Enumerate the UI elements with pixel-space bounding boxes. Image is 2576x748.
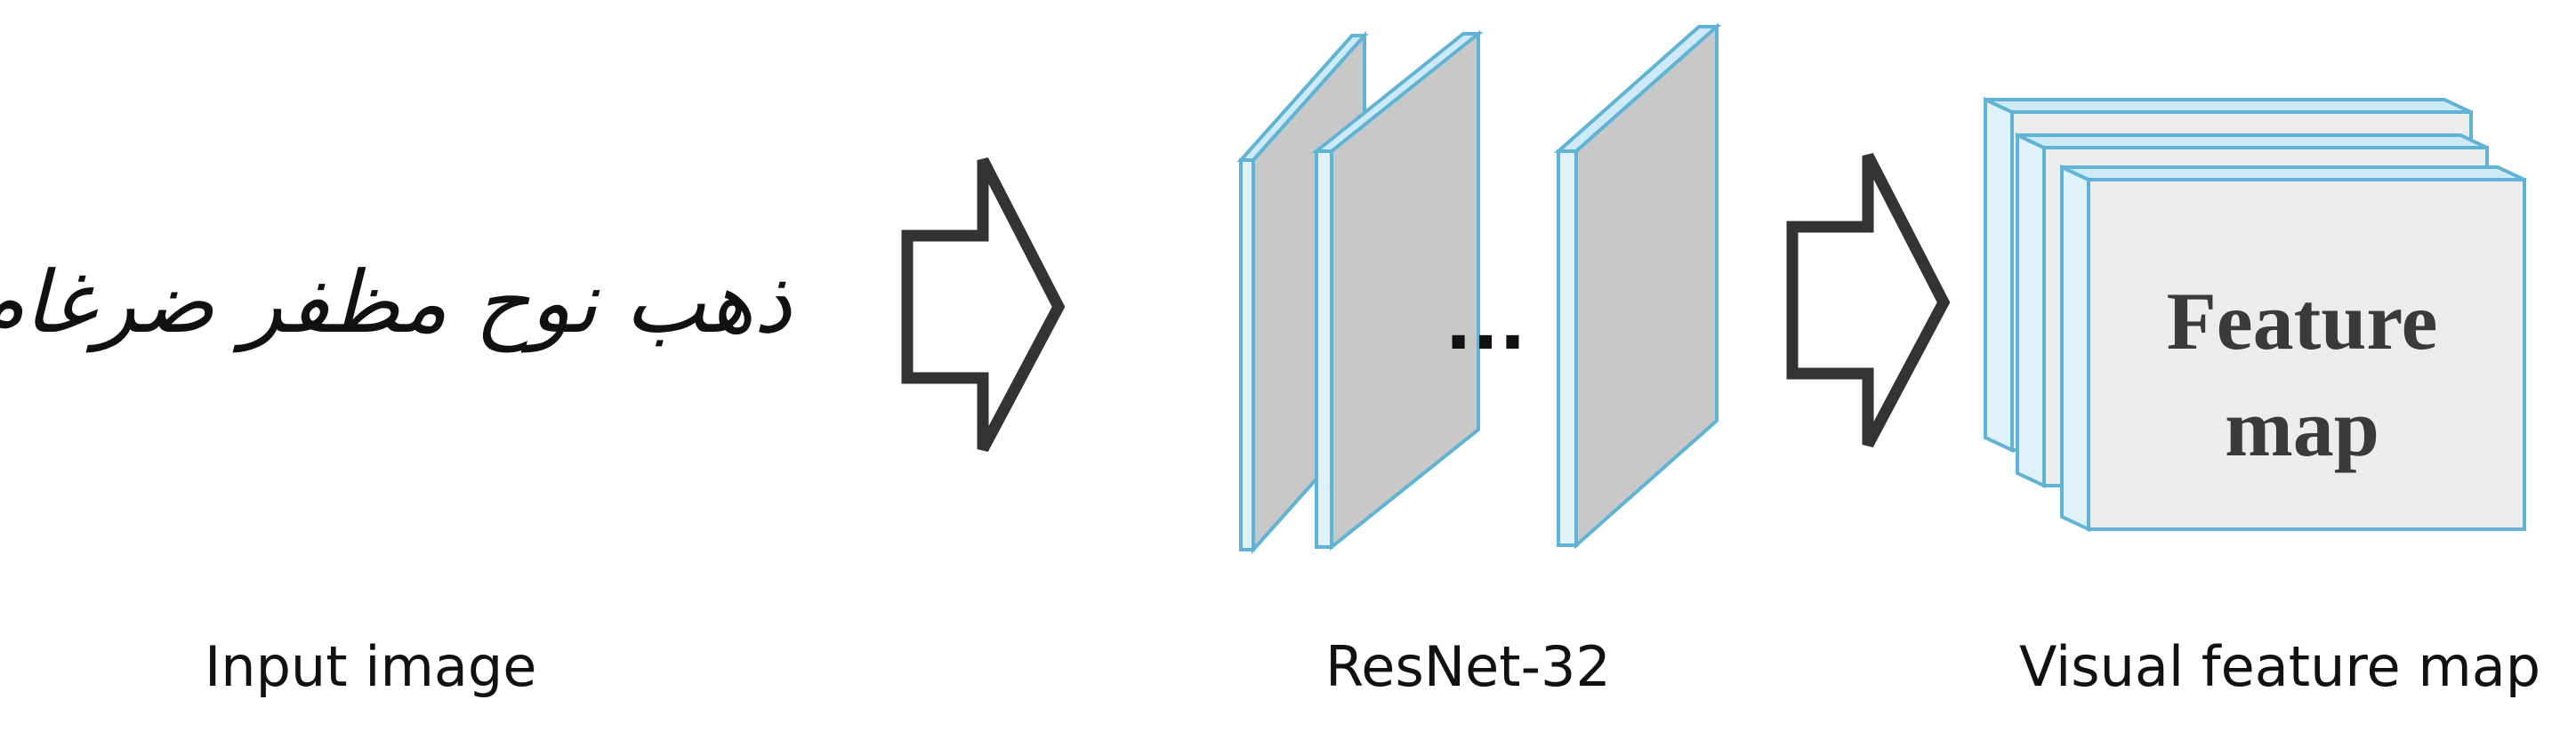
resnet-caption: ResNet-32 xyxy=(1325,634,1611,699)
visual-feature-map-caption: Visual feature map xyxy=(2019,634,2541,699)
feature-card-front: Feature map xyxy=(2060,164,2526,533)
arrow-right-icon xyxy=(1786,153,1951,448)
arrow-right-icon xyxy=(901,157,1066,453)
feature-map-label-line2: map xyxy=(2225,382,2379,473)
feature-map-label-line1: Feature xyxy=(2167,276,2438,366)
feature-map-stack: Feature map xyxy=(1984,96,2526,533)
input-handwritten-text: ذهب نوح مظفر ضرغام xyxy=(0,253,792,352)
layers-ellipsis: ... xyxy=(1445,283,1525,366)
resnet-layer-2 xyxy=(1311,29,1484,551)
input-image-caption: Input image xyxy=(205,634,537,699)
resnet-layer-3 xyxy=(1553,22,1722,550)
